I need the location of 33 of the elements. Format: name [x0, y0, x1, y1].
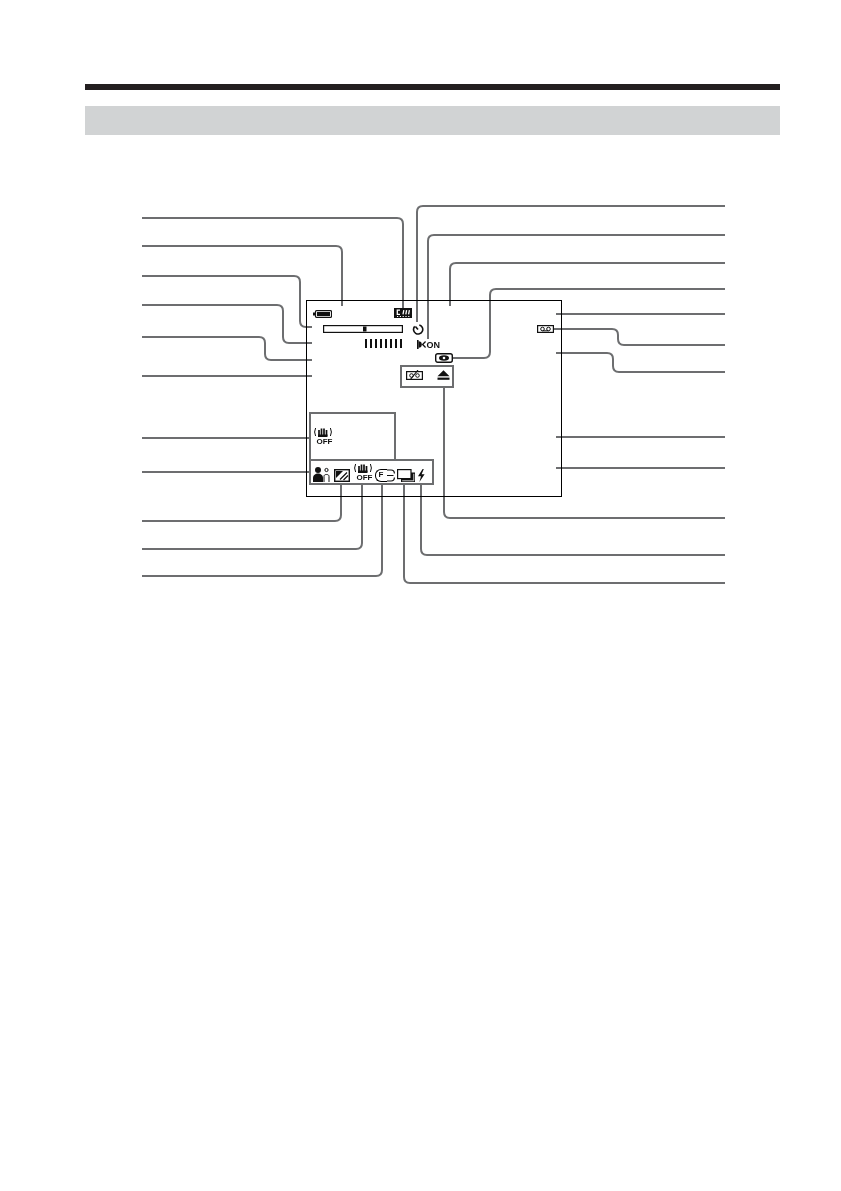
leader-line — [427, 234, 726, 340]
leader-line — [452, 288, 726, 359]
timer-icon — [411, 321, 424, 335]
leader-line — [555, 467, 726, 469]
eye-icon — [434, 352, 453, 363]
chip-icon — [393, 307, 412, 318]
leader-line — [141, 336, 313, 361]
leader-line — [141, 437, 310, 439]
leader-line — [449, 262, 726, 307]
leader-line — [141, 217, 404, 309]
status-text: ON — [426, 340, 440, 350]
leader-line — [443, 387, 726, 519]
stacked-frames-icon — [396, 468, 415, 482]
leader-line — [141, 245, 343, 307]
lightning-icon — [416, 468, 425, 482]
leader-line — [416, 205, 726, 323]
indicator-bar — [308, 458, 434, 485]
person-icon — [312, 465, 330, 482]
status-text: OFF — [356, 473, 373, 482]
status-text: OFF — [316, 437, 333, 446]
leader-line — [555, 313, 726, 315]
leader-line — [141, 275, 313, 328]
focus-label: F — [374, 468, 387, 482]
leader-line — [553, 328, 726, 346]
warning-box — [399, 364, 454, 388]
section-band — [85, 106, 780, 135]
cassette-tape-icon — [536, 324, 554, 333]
leader-line — [555, 436, 726, 438]
framed-image-icon — [333, 468, 350, 482]
screen-frame — [306, 300, 562, 497]
leader-line — [141, 304, 313, 344]
leader-line — [141, 375, 313, 377]
leader-line — [555, 352, 726, 373]
